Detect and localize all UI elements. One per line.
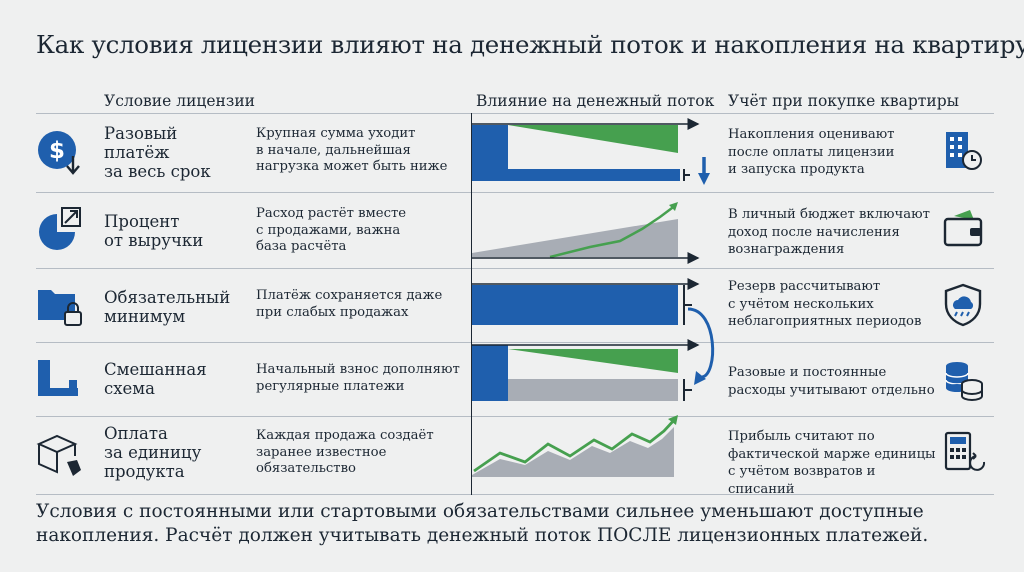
- condition-description: Начальный взнос дополняют регулярные пла…: [256, 362, 460, 394]
- row-divider: [36, 192, 994, 193]
- condition-name: Смешанная схема: [104, 360, 207, 398]
- table-bottom-divider: [36, 494, 994, 495]
- header-impact: Влияние на денежный поток: [476, 92, 715, 110]
- chart-area-cost: [472, 427, 674, 477]
- chart-area-savings: [508, 125, 678, 153]
- table-row: $ Разовый платёж за весь срок Крупная су…: [0, 116, 1024, 192]
- condition-name: Оплата за единицу продукта: [104, 424, 202, 481]
- chart-mixed-scheme: [472, 339, 700, 401]
- chart-area-savings: [508, 349, 678, 373]
- apartment-note: Накопления оценивают после оплаты лиценз…: [728, 127, 895, 177]
- apartment-note: В личный бюджет включают доход после нач…: [728, 207, 930, 257]
- table-row: Обязательный минимум Платёж сохраняется …: [0, 270, 1024, 346]
- chart-bar-low: [508, 169, 680, 181]
- coin-stack-icon: [945, 362, 983, 401]
- row-divider: [36, 342, 994, 343]
- row-divider: [36, 416, 994, 417]
- footer-note: Условия с постоянными или стартовыми обя…: [36, 501, 929, 546]
- calculator-return-icon: [944, 431, 986, 471]
- condition-description: Расход растёт вместе с продажами, важна …: [256, 206, 407, 254]
- condition-description: Крупная сумма уходит в начале, дальнейша…: [256, 126, 448, 174]
- chart-per-unit: [472, 415, 678, 477]
- table-row: Оплата за единицу продукта Каждая продаж…: [0, 418, 1024, 497]
- cashflow-charts: [472, 118, 715, 477]
- apartment-note: Прибыль считают по фактической марже еди…: [728, 429, 936, 497]
- header-divider: [36, 113, 994, 114]
- chart-line-revenue: [473, 417, 678, 473]
- table-row: Смешанная схема Начальный взнос дополняю…: [0, 344, 1024, 420]
- chart-area-cost: [472, 219, 678, 257]
- chart-bar-upfront: [472, 125, 508, 181]
- dollar-coin-down-icon: $: [38, 131, 80, 175]
- step-bars-icon: [38, 360, 78, 396]
- header-apartment: Учёт при покупке квартиры: [728, 92, 959, 110]
- row-divider: [36, 268, 994, 269]
- apartment-note: Разовые и постоянные расходы учитывают о…: [728, 365, 935, 398]
- wallet-icon: [943, 210, 983, 247]
- apartment-note: Резерв рассчитывают с учётом нескольких …: [728, 279, 922, 329]
- condition-description: Платёж сохраняется даже при слабых прода…: [256, 288, 443, 320]
- chart-connector: [687, 307, 715, 379]
- chart-bar-fixed: [472, 285, 678, 325]
- chart-bar-regular: [508, 379, 678, 401]
- building-clock-icon: [946, 132, 982, 170]
- condition-description: Каждая продажа создаёт заранее известное…: [256, 428, 434, 476]
- chart-minimum-payment: [472, 278, 715, 385]
- condition-name: Обязательный минимум: [104, 288, 231, 326]
- chart-revenue-share: [472, 202, 700, 264]
- header-condition: Условие лицензии: [104, 92, 255, 110]
- shield-cloud-icon: [944, 283, 982, 327]
- chart-arrow-down: [698, 173, 710, 185]
- condition-name: Процент от выручки: [104, 212, 204, 250]
- table-row: Процент от выручки Расход растёт вместе …: [0, 194, 1024, 270]
- chart-bar-initial: [472, 345, 508, 401]
- page-title: Как условия лицензии влияют на денежный …: [36, 30, 1024, 59]
- chart-one-time-payment: [472, 118, 710, 185]
- pie-chart-arrow-icon: [39, 207, 81, 250]
- box-tag-icon: [36, 434, 81, 476]
- condition-name: Разовый платёж за весь срок: [104, 124, 211, 181]
- folder-lock-icon: [38, 290, 82, 326]
- svg-text:$: $: [49, 138, 65, 164]
- chart-axis-line: [471, 113, 472, 495]
- chart-line-revenue: [549, 204, 677, 259]
